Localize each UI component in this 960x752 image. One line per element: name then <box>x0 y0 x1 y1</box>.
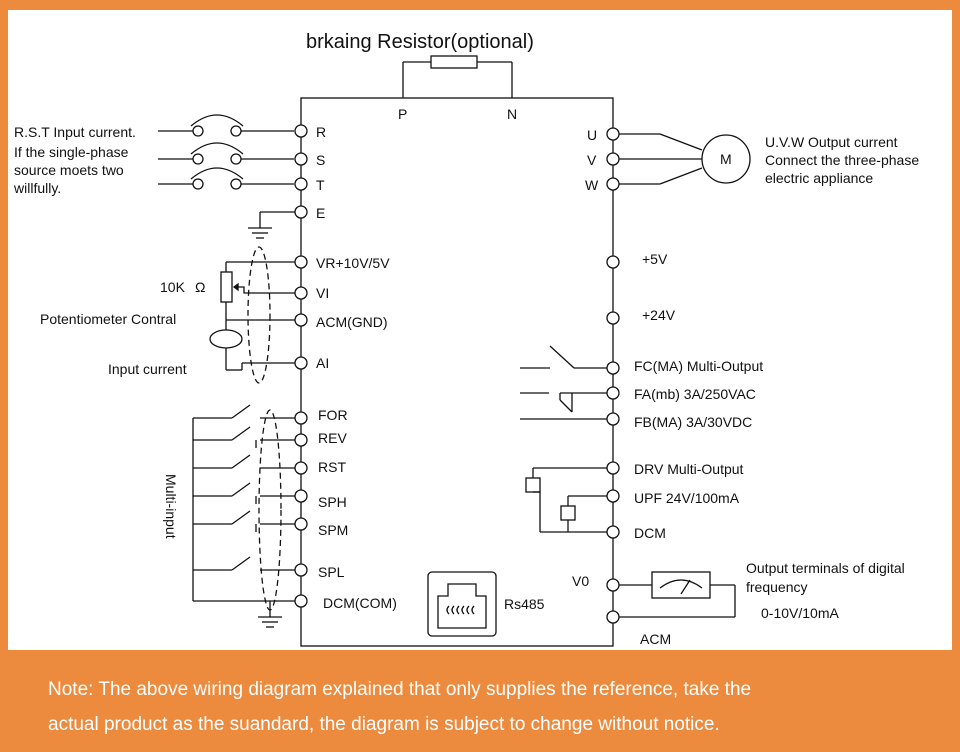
terminal-v <box>606 152 620 166</box>
label-5v: +5V <box>642 251 668 267</box>
note-line-2: actual product as the suandard, the diag… <box>48 714 720 735</box>
title: brkaing Resistor(optional) <box>306 31 534 53</box>
terminal-s <box>294 152 308 166</box>
inverter-body <box>300 97 614 647</box>
label-v: V <box>587 152 597 168</box>
frequency-meter-wiring <box>619 571 736 618</box>
terminal-v0 <box>606 578 620 592</box>
label-t: T <box>316 177 325 193</box>
label-fb: FB(MA) 3A/30VDC <box>634 414 752 430</box>
freq-range: 0-10V/10mA <box>761 605 839 621</box>
terminal-spm <box>294 517 308 531</box>
label-dcm: DCM <box>634 525 666 541</box>
label-s: S <box>316 152 325 168</box>
ohm-icon: Ω <box>195 279 205 295</box>
label-acm-gnd: ACM(GND) <box>316 314 388 330</box>
rst-note-line: R.S.T Input current. <box>14 124 136 140</box>
pot-label: Potentiometer Contral <box>40 311 176 327</box>
terminal-vi <box>294 286 308 300</box>
freq-note: Output terminals of digital frequency <box>746 560 909 595</box>
input-current-label: Input current <box>108 361 187 377</box>
uvw-note-line: Connect the three-phase <box>765 152 919 168</box>
uvw-note: U.V.W Output current Connect the three-p… <box>765 134 923 186</box>
label-fc: FC(MA) Multi-Output <box>634 358 763 374</box>
freq-note-line: Output terminals of digital <box>746 560 905 576</box>
motor-label: M <box>720 151 732 167</box>
terminal-for <box>294 411 308 425</box>
terminal-t <box>294 177 308 191</box>
label-ai: AI <box>316 355 329 371</box>
terminal-sph <box>294 489 308 503</box>
terminal-rev <box>294 433 308 447</box>
label-u: U <box>587 127 597 143</box>
terminal-fc <box>606 361 620 375</box>
label-rs485: Rs485 <box>504 596 545 612</box>
label-vr: VR+10V/5V <box>316 255 390 271</box>
terminal-dcm <box>606 525 620 539</box>
label-e: E <box>316 205 325 221</box>
footer-note: Note: The above wiring diagram explained… <box>0 652 960 752</box>
label-drv: DRV Multi-Output <box>634 461 744 477</box>
terminal-acm <box>606 610 620 624</box>
label-for: FOR <box>318 407 348 423</box>
uvw-note-line: U.V.W Output current <box>765 134 898 150</box>
label-rst: RST <box>318 459 346 475</box>
terminal-ai <box>294 356 308 370</box>
label-acm: ACM <box>640 631 671 647</box>
relay-output-wiring <box>520 345 607 420</box>
label-vi: VI <box>316 285 329 301</box>
terminal-acm-gnd <box>294 313 308 327</box>
rst-input-wiring <box>158 114 294 190</box>
label-v0: V0 <box>572 573 589 589</box>
rs485-port-icon <box>427 571 497 637</box>
terminal-p-label: P <box>398 106 407 122</box>
terminal-u <box>606 127 620 141</box>
multi-input-wiring <box>192 404 295 628</box>
label-spl: SPL <box>318 564 345 580</box>
label-upf: UPF 24V/100mA <box>634 490 740 506</box>
terminal-fa <box>606 386 620 400</box>
terminal-5v <box>606 255 620 269</box>
terminal-upf <box>606 489 620 503</box>
pot-value: 10K <box>160 279 186 295</box>
terminal-fb <box>606 412 620 426</box>
terminal-w <box>606 177 620 191</box>
terminal-24v <box>606 311 620 325</box>
terminal-rst <box>294 461 308 475</box>
analog-wiring <box>209 246 295 384</box>
label-sph: SPH <box>318 494 347 510</box>
rst-note: R.S.T Input current. If the single-phase… <box>13 124 140 196</box>
rst-note-line: If the single-phase <box>14 144 129 160</box>
label-dcm-com: DCM(COM) <box>323 595 397 611</box>
rst-note-line: source moets two <box>14 162 124 178</box>
label-r: R <box>316 124 326 140</box>
terminal-e <box>294 205 308 219</box>
multi-input-label: Multi-input <box>163 474 179 539</box>
label-24v: +24V <box>642 307 676 323</box>
transistor-output-wiring <box>525 467 607 533</box>
terminal-dcm-com <box>294 594 308 608</box>
label-w: W <box>585 177 599 193</box>
freq-note-line: frequency <box>746 579 807 595</box>
rst-note-line: willfully. <box>13 180 61 196</box>
braking-resistor <box>402 55 513 98</box>
label-spm: SPM <box>318 522 348 538</box>
diagram-panel <box>8 10 952 650</box>
terminal-vr <box>294 255 308 269</box>
uvw-note-line: electric appliance <box>765 170 873 186</box>
ground-symbol-top <box>248 211 295 239</box>
terminal-r <box>294 124 308 138</box>
label-rev: REV <box>318 430 347 446</box>
terminal-n-label: N <box>507 106 517 122</box>
terminal-drv <box>606 461 620 475</box>
motor-wiring <box>619 133 751 185</box>
terminal-spl <box>294 563 308 577</box>
note-line-1: Note: The above wiring diagram explained… <box>48 679 752 700</box>
label-fa: FA(mb) 3A/250VAC <box>634 386 756 402</box>
